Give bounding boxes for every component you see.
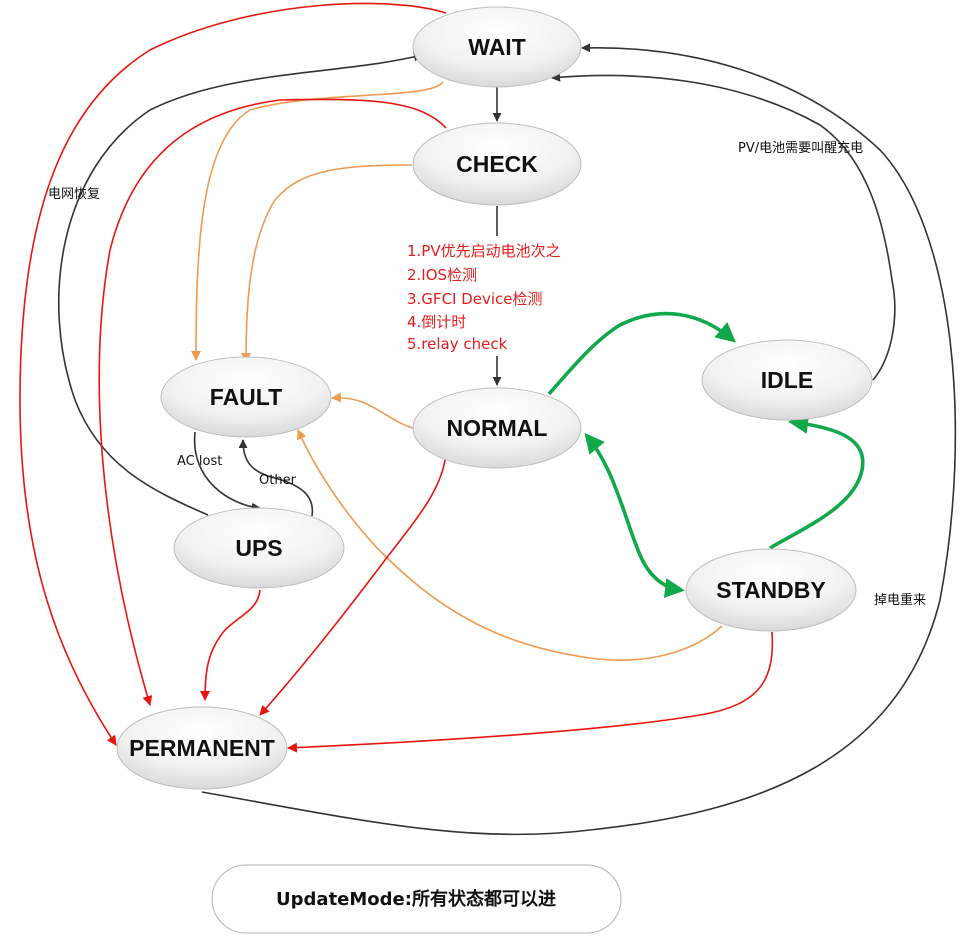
edge-standby-to-permanent [287, 631, 774, 753]
edge-normal-to-fault [331, 392, 414, 429]
check-note: 1.PV优先启动电池次之 [407, 242, 561, 260]
check-notes: 1.PV优先启动电池次之 2.IOS检测 3.GFCI Device检测 4.倒… [407, 242, 561, 353]
edge-normal-standby-bidirectional [584, 432, 685, 598]
state-fault: FAULT [160, 356, 332, 438]
update-mode-box: UpdateMode:所有状态都可以进 [211, 864, 622, 934]
edge-standby-to-fault [297, 429, 723, 661]
state-permanent-label: PERMANENT [129, 735, 275, 761]
state-permanent: PERMANENT [116, 706, 288, 790]
label-power-loss-restart: 掉电重来 [874, 592, 926, 608]
update-mode-label: UpdateMode:所有状态都可以进 [276, 888, 556, 910]
edge-ups-to-permanent [200, 589, 261, 701]
check-note: 2.IOS检测 [407, 266, 477, 284]
state-idle-label: IDLE [761, 367, 813, 393]
check-note: 5.relay check [407, 335, 508, 353]
state-normal-label: NORMAL [447, 415, 548, 441]
edge-idle-to-wait [551, 72, 896, 381]
state-standby: STANDBY [685, 548, 857, 632]
edge-check-to-permanent [98, 98, 447, 706]
state-wait-label: WAIT [468, 34, 526, 60]
state-check-label: CHECK [456, 151, 538, 177]
state-standby-label: STANDBY [716, 577, 825, 603]
label-other: Other [259, 473, 297, 488]
state-fault-label: FAULT [210, 384, 282, 410]
state-ups: UPS [173, 507, 345, 589]
edge-normal-to-permanent [259, 459, 446, 716]
edge-normal-to-idle [547, 311, 737, 396]
label-ac-lost: AC lost [177, 454, 222, 469]
state-normal: NORMAL [412, 387, 582, 469]
edge-fault-to-ups [193, 431, 261, 512]
state-ups-label: UPS [235, 535, 282, 561]
edge-standby-to-idle [769, 414, 865, 550]
edges [19, 2, 957, 836]
edge-wait-to-permanent [19, 2, 447, 746]
label-pv-wake: PV/电池需要叫醒充电 [738, 140, 863, 156]
edge-check-to-fault [241, 164, 413, 363]
check-note: 4.倒计时 [407, 313, 466, 331]
edge-ups-to-fault [238, 439, 314, 517]
state-check: CHECK [412, 122, 582, 206]
state-idle: IDLE [701, 339, 873, 421]
state-wait: WAIT [412, 6, 582, 88]
edge-wait-to-fault [191, 81, 444, 361]
edge-permanent-to-wait [201, 43, 957, 836]
edge-ups-to-wait [57, 52, 423, 516]
check-note: 3.GFCI Device检测 [407, 290, 543, 308]
label-grid-restore: 电网恢复 [48, 187, 100, 202]
